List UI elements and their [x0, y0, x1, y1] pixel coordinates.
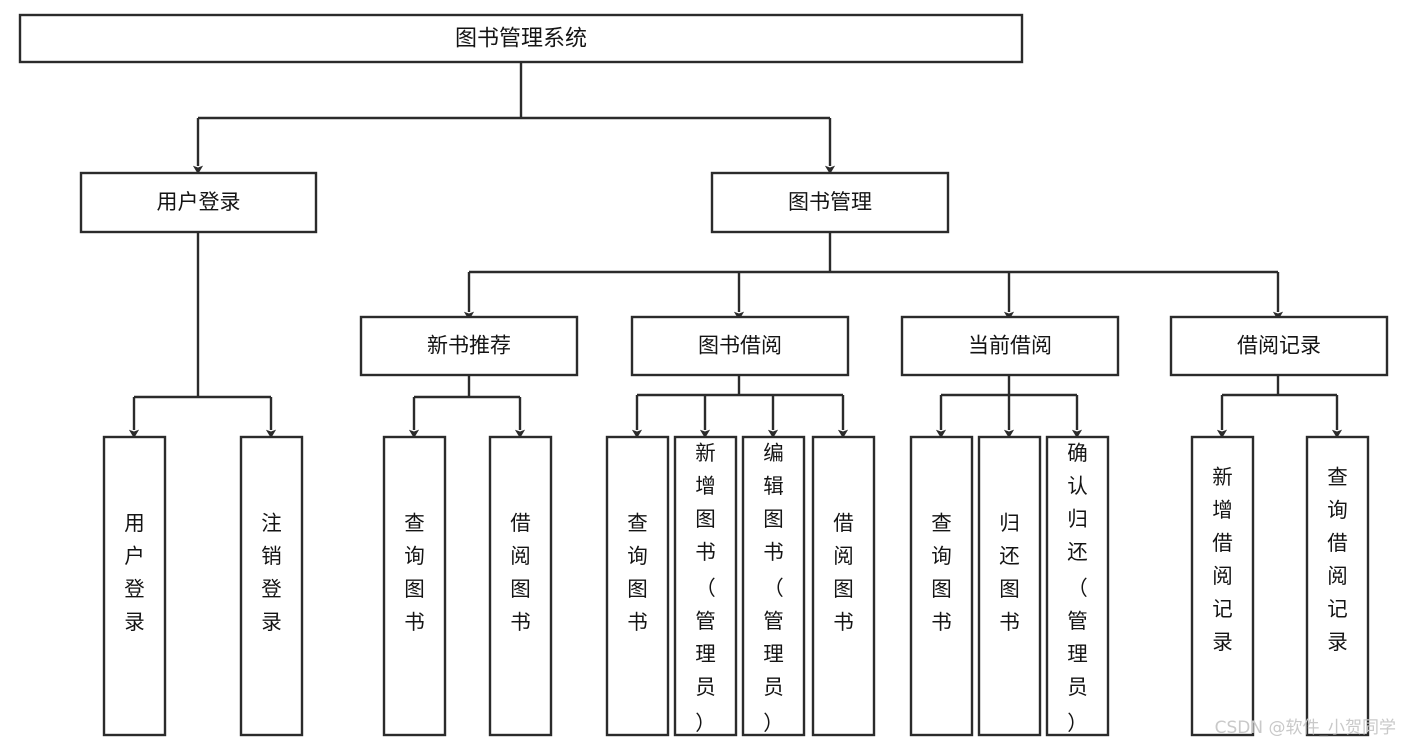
node-book-borrow[interactable]: 图书借阅: [630, 315, 850, 377]
node-current-borrow-label: 当前借阅: [968, 334, 1052, 358]
node-borrow-record-label: 借阅记录: [1237, 334, 1321, 358]
node-current-borrow-box[interactable]: [900, 315, 1120, 377]
leaf-new-book-0[interactable]: 查询图书: [382, 435, 447, 737]
node-user-login-box[interactable]: [79, 171, 318, 234]
leaf-box[interactable]: [741, 435, 806, 737]
leaf-user-login-0[interactable]: 用户登录: [102, 435, 167, 737]
leaf-book-borrow-2[interactable]: 编辑图书（管理员）: [741, 435, 806, 737]
leaf-book-borrow-1[interactable]: 新增图书（管理员）: [673, 435, 738, 737]
node-root[interactable]: 图书管理系统: [18, 13, 1024, 64]
leaf-label: 查询图书: [627, 511, 648, 634]
csdn-watermark: CSDN @软件_小贺同学: [1215, 718, 1396, 738]
leaf-label: 归还图书: [999, 511, 1020, 634]
node-book-manage[interactable]: 图书管理: [710, 171, 950, 234]
leaf-label: 新增借阅记录: [1212, 465, 1233, 654]
leaf-label: 编辑图书（管理员）: [763, 441, 784, 735]
leaf-box[interactable]: [605, 435, 670, 737]
node-borrow-record-box[interactable]: [1169, 315, 1389, 377]
node-new-book[interactable]: 新书推荐: [359, 315, 579, 377]
node-new-book-label: 新书推荐: [427, 334, 511, 358]
leaf-current-borrow-0[interactable]: 查询图书: [909, 435, 974, 737]
node-user-login[interactable]: 用户登录: [79, 171, 318, 234]
leaf-current-borrow-2[interactable]: 确认归还（管理员）: [1045, 435, 1110, 737]
leaf-box[interactable]: [1305, 435, 1370, 737]
leaf-book-borrow-3[interactable]: 借阅图书: [811, 435, 876, 737]
leaf-user-login-1[interactable]: 注销登录: [239, 435, 304, 737]
leaf-label: 用户登录: [124, 511, 145, 634]
leaf-box[interactable]: [811, 435, 876, 737]
leaf-box[interactable]: [102, 435, 167, 737]
leaf-label: 借阅图书: [833, 511, 854, 634]
leaf-box[interactable]: [1045, 435, 1110, 737]
node-current-borrow[interactable]: 当前借阅: [900, 315, 1120, 377]
leaf-label: 新增图书（管理员）: [695, 441, 716, 735]
leaf-label: 查询图书: [931, 511, 952, 634]
leaf-label: 查询图书: [404, 511, 425, 634]
leaf-label: 查询借阅记录: [1327, 465, 1348, 654]
leaf-box[interactable]: [673, 435, 738, 737]
node-user-login-label: 用户登录: [157, 190, 241, 214]
leaf-box[interactable]: [382, 435, 447, 737]
leaf-box[interactable]: [239, 435, 304, 737]
node-book-borrow-box[interactable]: [630, 315, 850, 377]
leaf-box[interactable]: [977, 435, 1042, 737]
leaf-label: 确认归还（管理员）: [1067, 441, 1088, 735]
node-book-manage-box[interactable]: [710, 171, 950, 234]
leaf-book-borrow-0[interactable]: 查询图书: [605, 435, 670, 737]
node-root-label: 图书管理系统: [455, 27, 587, 52]
leaf-box[interactable]: [909, 435, 974, 737]
connector-layer: [128, 62, 1343, 439]
node-book-manage-label: 图书管理: [788, 190, 872, 214]
node-new-book-box[interactable]: [359, 315, 579, 377]
leaf-current-borrow-1[interactable]: 归还图书: [977, 435, 1042, 737]
leaf-borrow-record-1[interactable]: 查询借阅记录: [1305, 435, 1370, 737]
leaf-borrow-record-0[interactable]: 新增借阅记录: [1190, 435, 1255, 737]
leaf-box[interactable]: [1190, 435, 1255, 737]
node-root-box[interactable]: [18, 13, 1024, 64]
leaf-label: 借阅图书: [510, 511, 531, 634]
leaf-new-book-1[interactable]: 借阅图书: [488, 435, 553, 737]
leaf-label: 注销登录: [261, 511, 282, 634]
node-book-borrow-label: 图书借阅: [698, 334, 782, 358]
node-borrow-record[interactable]: 借阅记录: [1169, 315, 1389, 377]
leaf-box[interactable]: [488, 435, 553, 737]
